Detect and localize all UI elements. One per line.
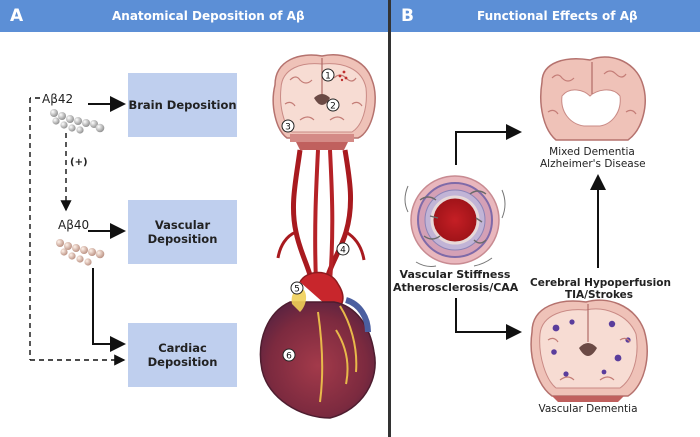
brain-deposition-box: Brain Deposition bbox=[128, 73, 237, 137]
marker-5: 5 bbox=[294, 285, 300, 295]
arrow-to-mixed-dementia bbox=[455, 124, 522, 165]
cardiac-deposition-box: Cardiac Deposition bbox=[128, 323, 237, 387]
panel-a-header: A Anatomical Deposition of Aβ bbox=[0, 0, 388, 32]
hypoperfusion-line1: Cerebral Hypoperfusion bbox=[530, 277, 671, 289]
mixed-dementia-brain-illustration bbox=[540, 56, 646, 141]
plus-label: (+) bbox=[70, 157, 88, 168]
vascular-deposition-box: Vascular Deposition bbox=[128, 200, 237, 264]
vessel-cross-section-illustration bbox=[404, 175, 506, 267]
hypoperfusion-line2: TIA/Strokes bbox=[564, 289, 634, 301]
marker-4: 4 bbox=[340, 246, 346, 256]
carotid-arteries-illustration bbox=[276, 149, 366, 283]
vascular-dementia-brain-illustration bbox=[530, 299, 648, 402]
mixed-dementia-line1: Mixed Dementia bbox=[549, 146, 635, 158]
abeta40-label: Aβ40 bbox=[58, 218, 90, 232]
marker-numbers: 1 2 3 4 5 6 bbox=[285, 72, 346, 362]
heart-illustration bbox=[259, 271, 376, 419]
abeta40-fibril-icon bbox=[56, 239, 105, 266]
brain-coronal-illustration bbox=[272, 54, 376, 150]
mixed-dementia-label: Mixed Dementia Alzheimer's Disease bbox=[540, 146, 646, 170]
panel-b-title: Functional Effects of Aβ bbox=[477, 9, 638, 23]
panel-b-header: B Functional Effects of Aβ bbox=[391, 0, 700, 32]
marker-2: 2 bbox=[330, 102, 336, 112]
vascular-stiffness-line1: Vascular Stiffness bbox=[399, 268, 511, 281]
vascular-dementia-label: Vascular Dementia bbox=[538, 403, 638, 415]
abeta42-label: Aβ42 bbox=[42, 92, 74, 106]
marker-6: 6 bbox=[286, 352, 292, 362]
vascular-stiffness-label: Vascular Stiffness Atherosclerosis/CAA bbox=[393, 268, 519, 294]
panel-a-title: Anatomical Deposition of Aβ bbox=[112, 9, 305, 23]
abeta42-fibril-icon bbox=[50, 109, 105, 134]
mixed-dementia-line2: Alzheimer's Disease bbox=[540, 158, 646, 170]
hypoperfusion-label: Cerebral Hypoperfusion TIA/Strokes bbox=[530, 277, 671, 301]
marker-1: 1 bbox=[325, 72, 331, 82]
arrow-to-cardiac bbox=[92, 268, 126, 352]
panel-divider bbox=[388, 0, 391, 437]
arrow-to-vascular-dementia bbox=[455, 298, 522, 340]
vascular-stiffness-line2: Atherosclerosis/CAA bbox=[393, 281, 519, 294]
panel-a-letter: A bbox=[10, 6, 24, 26]
number-markers bbox=[281, 68, 350, 362]
marker-3: 3 bbox=[285, 123, 291, 133]
panel-b-letter: B bbox=[401, 6, 414, 26]
